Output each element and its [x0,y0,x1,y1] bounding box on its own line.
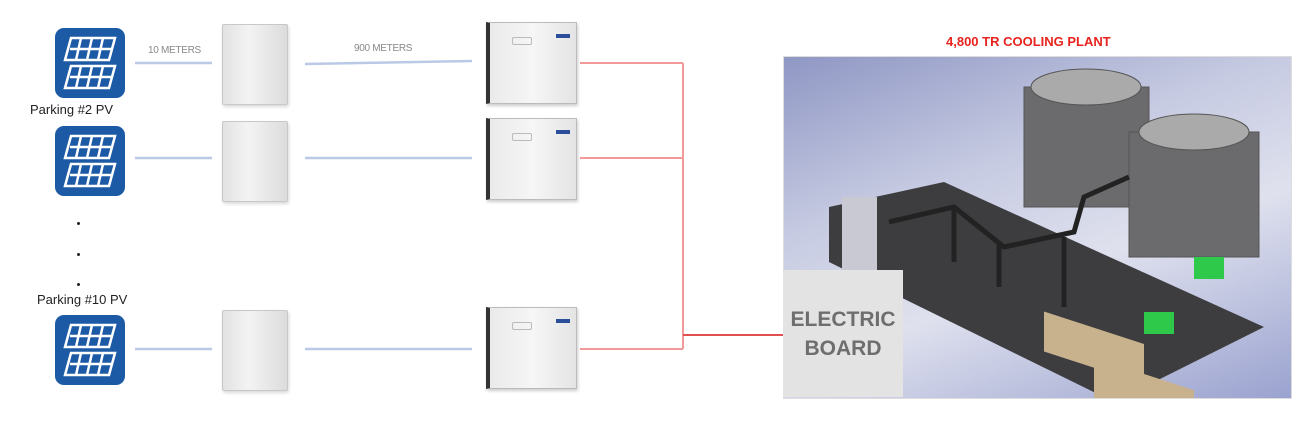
distance-label-10m: 10 METERS [148,45,201,56]
ellipsis-dot [77,283,80,286]
electric-board-label-line1: ELECTRIC [790,307,896,331]
cooling-plant-image [783,56,1292,399]
solar-panel-icon [55,315,125,385]
pv-label-parking-2: Parking #2 PV [30,102,114,117]
combiner-box [222,24,288,105]
wall-panel [842,197,877,272]
distance-label-900m: 900 METERS [354,43,413,54]
ellipsis-dot [77,253,80,256]
ellipsis-dot [77,222,80,225]
combiner-box [222,121,288,202]
electric-board-label-line2: BOARD [804,336,882,360]
inverter [486,22,577,104]
chillers [1044,257,1224,398]
solar-panel-icon [55,126,125,196]
pv-label-parking-10: Parking #10 PV [37,292,128,307]
dc-line-combiner-inverter-1 [304,59,473,66]
electric-board: ELECTRIC BOARD [783,270,903,397]
inverter [486,307,577,389]
pipes [888,174,1131,307]
solar-panel-icon [55,28,125,98]
plant-base [829,182,1264,398]
cooling-plant-title: 4,800 TR COOLING PLANT [946,34,1111,49]
combiner-box [222,310,288,391]
cooling-tower [1023,68,1260,258]
inverter [486,118,577,200]
